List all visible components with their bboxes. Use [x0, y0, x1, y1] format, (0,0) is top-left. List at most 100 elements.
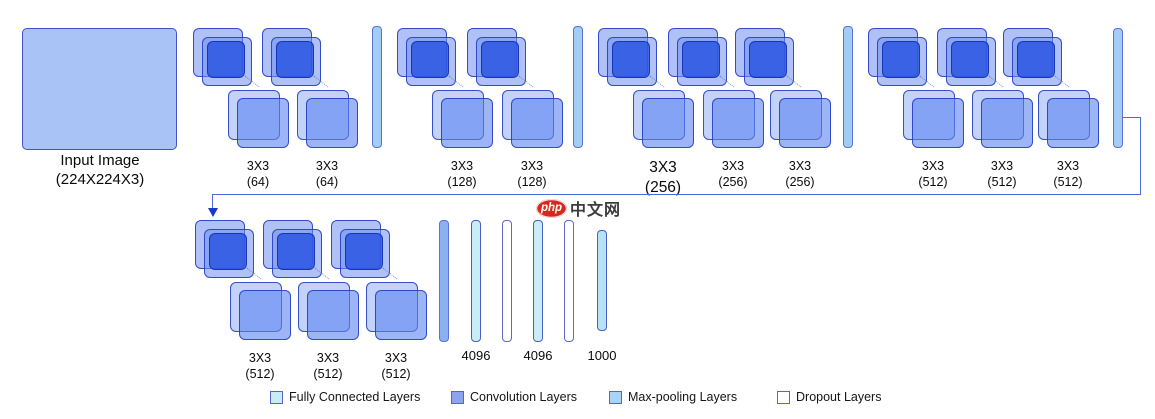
feature-map-square: [951, 41, 989, 78]
layer-label: 3X3 (256): [624, 158, 702, 198]
feature-map-square: [306, 98, 358, 148]
layer-label: 3X3 (512): [901, 158, 965, 191]
connector-line: [212, 194, 1141, 195]
kernel-size: 3X3: [1056, 159, 1080, 173]
connector-line: [212, 194, 213, 209]
layer-label: 3X3 (256): [701, 158, 765, 191]
legend-label: Max-pooling Layers: [628, 390, 738, 404]
php-badge-icon: php: [536, 198, 567, 218]
max-pooling-bar: [843, 26, 853, 148]
dropout-bar: [564, 220, 574, 342]
channel-count: (512): [918, 175, 948, 190]
channel-count: (128): [447, 175, 477, 190]
feature-map-square: [277, 233, 315, 270]
kernel-size: 3X3: [248, 351, 272, 365]
conv-layer-stack: 3X3 (512): [937, 28, 1034, 191]
max-pooling-bar: [1113, 28, 1123, 148]
conv-layer-stack: 3X3 (128): [467, 28, 564, 191]
feature-map-square: [481, 41, 519, 78]
channel-count: (512): [987, 175, 1017, 190]
kernel-size: 3X3: [520, 159, 544, 173]
feature-map-square: [882, 41, 920, 78]
feature-map-square: [779, 98, 831, 148]
legend-item-dropout: Dropout Layers: [777, 390, 881, 404]
kernel-size: 3X3: [990, 159, 1014, 173]
conv-layer-stack: 3X3 (256): [598, 28, 694, 196]
feature-map-square: [642, 98, 694, 148]
legend-swatch-dropout: [777, 390, 790, 404]
layer-label: 3X3 (512): [228, 350, 292, 383]
legend-swatch-convolution: [451, 390, 464, 404]
conv-layer-stack: 3X3 (128): [397, 28, 494, 191]
channel-count: (64): [315, 175, 339, 190]
conv-layer-stack: 3X3 (512): [868, 28, 965, 191]
feature-map-square: [307, 290, 359, 340]
feature-map-square: [375, 290, 427, 340]
output-units-label: 1000: [587, 348, 617, 363]
feature-map-square: [239, 290, 291, 340]
kernel-size: 3X3: [315, 159, 339, 173]
input-image-rect: [22, 28, 177, 150]
layer-label: 3X3 (512): [364, 350, 428, 383]
feature-map-square: [209, 233, 247, 270]
conv-layer-stack: 3X3 (512): [263, 220, 360, 383]
channel-count: (512): [381, 367, 411, 382]
layer-label: 3X3 (64): [226, 158, 290, 191]
channel-count: (512): [245, 367, 275, 382]
conv-layer-stack: 3X3 (512): [1003, 28, 1099, 189]
channel-count: (512): [313, 367, 343, 382]
layer-label: 3X3 (64): [295, 158, 359, 191]
kernel-size: 3X3: [384, 351, 408, 365]
channel-count: (256): [718, 175, 748, 190]
feature-map-square: [345, 233, 383, 270]
fc-units-label: 4096: [523, 348, 553, 363]
input-label-line2: (224X224X3): [55, 170, 145, 188]
legend-item-max-pooling: Max-pooling Layers: [609, 390, 737, 404]
feature-map-square: [612, 41, 650, 78]
dropout-bar: [502, 220, 512, 342]
layer-label: 3X3 (512): [970, 158, 1034, 191]
conv-layer-stack: 3X3 (512): [331, 220, 428, 383]
kernel-size: 3X3: [246, 159, 270, 173]
feature-map-square: [712, 98, 764, 148]
fully-connected-bar: [471, 220, 481, 342]
layer-label: 3X3 (256): [768, 158, 832, 191]
connector-line: [1123, 117, 1141, 118]
channel-count: (64): [246, 175, 270, 190]
feature-map-square: [1047, 98, 1099, 148]
conv-layer-stack: 3X3 (256): [668, 28, 765, 191]
legend-label: Convolution Layers: [470, 390, 578, 404]
feature-map-square: [511, 98, 563, 148]
conv-layer-stack: 3X3 (64): [262, 28, 359, 191]
watermark-logo: php 中文网: [536, 196, 621, 220]
layer-label: 3X3 (128): [500, 158, 564, 191]
conv-layer-stack: 3X3 (512): [195, 220, 292, 383]
layer-label: 3X3 (512): [296, 350, 360, 383]
output-layer-bar: [597, 230, 607, 331]
kernel-size: 3X3: [721, 159, 745, 173]
kernel-size: 3X3: [649, 159, 677, 176]
layer-label: 3X3 (128): [430, 158, 494, 191]
legend-label: Dropout Layers: [796, 390, 882, 404]
feature-map-square: [1017, 41, 1055, 78]
input-image-label: Input Image (224X224X3): [10, 152, 190, 190]
kernel-size: 3X3: [316, 351, 340, 365]
channel-count: (128): [517, 175, 547, 190]
feature-map-square: [237, 98, 289, 148]
kernel-size: 3X3: [921, 159, 945, 173]
max-pooling-bar: [439, 220, 449, 342]
input-label-line1: Input Image: [60, 152, 140, 169]
connector-line: [1140, 117, 1141, 195]
feature-map-square: [981, 98, 1033, 148]
legend-item-fully-connected: Fully Connected Layers: [270, 390, 420, 404]
fc-units-label: 4096: [461, 348, 491, 363]
max-pooling-bar: [573, 26, 583, 148]
max-pooling-bar: [372, 26, 382, 148]
watermark-text: 中文网: [570, 202, 622, 219]
kernel-size: 3X3: [788, 159, 812, 173]
feature-map-square: [276, 41, 314, 78]
connector-arrowhead-icon: [208, 208, 218, 217]
kernel-size: 3X3: [450, 159, 474, 173]
legend-label: Fully Connected Layers: [289, 390, 421, 404]
